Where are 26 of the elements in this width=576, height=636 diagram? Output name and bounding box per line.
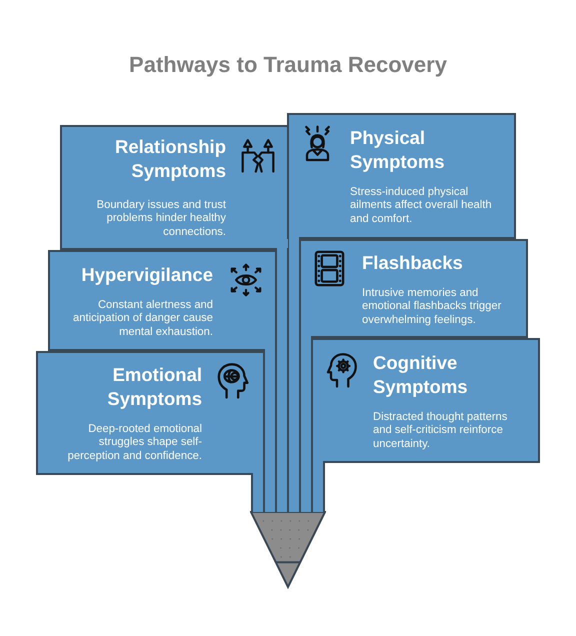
band-connector: [289, 237, 299, 512]
card-description: Distracted thought patterns and self-criticism reinforce uncertainty.: [373, 410, 508, 451]
band-connector: [277, 248, 287, 512]
band-connector: [253, 473, 263, 512]
band-connector: [313, 461, 323, 512]
pencil-tip: [250, 511, 326, 589]
card-heading: Hypervigilance: [80, 263, 213, 287]
symptom-card: [299, 239, 528, 338]
card-description: Boundary issues and trust problems hinder healthy connections.: [96, 198, 226, 239]
symptom-card: [36, 351, 265, 475]
card-heading: Relationship Symptoms: [114, 135, 226, 183]
symptom-card: [311, 338, 540, 463]
symptom-card: [60, 125, 290, 250]
card-heading: Cognitive Symptoms: [373, 351, 469, 399]
card-heading: Flashbacks: [362, 251, 464, 275]
symptom-card: [48, 250, 277, 351]
card-description: Deep-rooted emotional struggles shape self-perception and confidence.: [66, 422, 202, 463]
diagram-title: Pathways to Trauma Recovery: [129, 52, 447, 78]
card-heading: Emotional Symptoms: [106, 363, 202, 411]
card-heading: Physical Symptoms: [350, 126, 446, 174]
card-description: Constant alertness and anticipation of danger cause mental exhaustion.: [72, 298, 213, 339]
symptom-card: [287, 113, 516, 239]
band-connector: [301, 336, 311, 512]
card-description: Intrusive memories and emotional flashbacks trigger overwhelming feelings.: [362, 286, 502, 327]
card-description: Stress-induced physical ailments affect overall health and comfort.: [350, 186, 493, 226]
band-connector: [265, 349, 275, 512]
